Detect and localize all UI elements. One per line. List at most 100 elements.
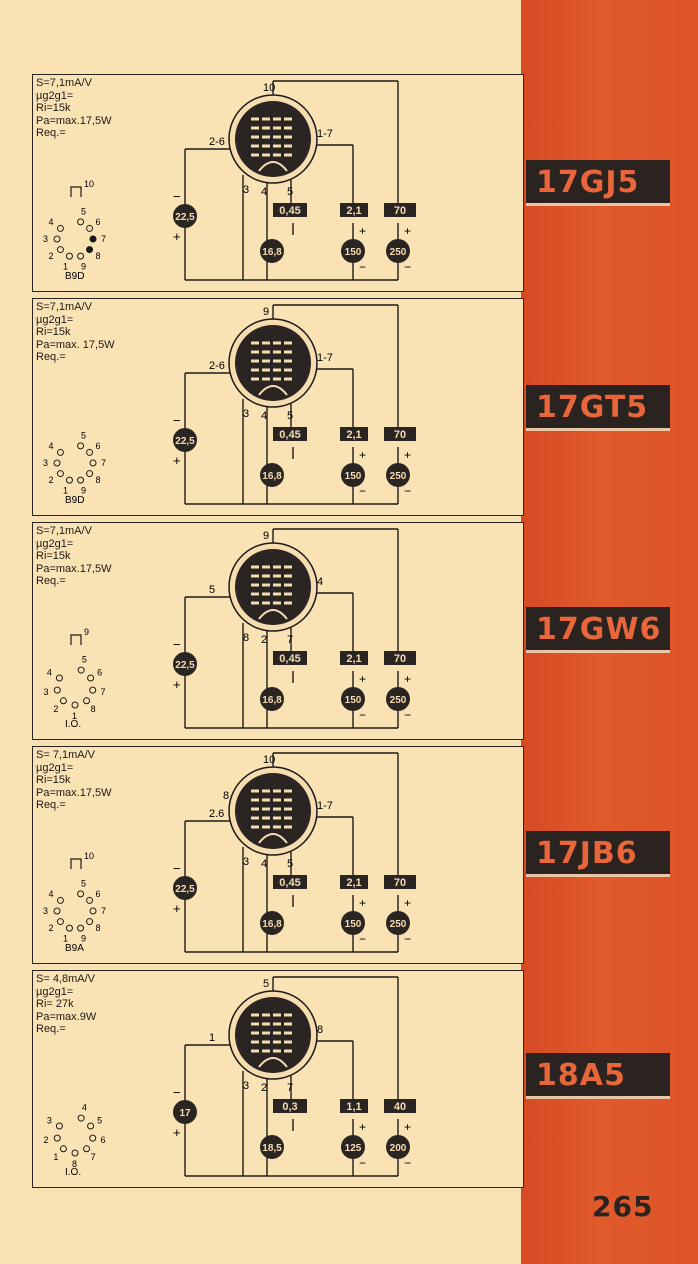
- socket-pin: [55, 674, 63, 682]
- socket-pin: [77, 1114, 85, 1122]
- plus-sign: +: [173, 453, 181, 468]
- socket-pin: [56, 896, 64, 904]
- socket-pin: [56, 246, 64, 254]
- spec-line: Ri=15k: [36, 774, 71, 786]
- cathode: [258, 1057, 288, 1068]
- cathode: [258, 385, 288, 396]
- socket-pin-label: 6: [95, 441, 100, 451]
- top-cap-icon: [70, 634, 82, 645]
- plus-sign: +: [359, 1120, 366, 1134]
- tube-body: [235, 549, 311, 625]
- pin-label-bottom-2: 4: [261, 186, 267, 198]
- pin-label-bottom-3: 7: [287, 1082, 293, 1094]
- pin-label-right: 1-7: [317, 352, 333, 364]
- base-type-label: I.O.: [65, 1167, 81, 1178]
- socket-pin-label: 7: [101, 906, 106, 916]
- value-v2: 200: [390, 1143, 407, 1154]
- socket-pin: [53, 686, 61, 694]
- spec-line: Pa=max.17,5W: [36, 114, 112, 127]
- socket-pin: [89, 686, 97, 694]
- socket-pin-label: 1: [63, 934, 68, 944]
- pin-label-bottom-2: 4: [261, 858, 267, 870]
- socket-pin: [86, 448, 94, 456]
- value-v1: 150: [345, 471, 362, 482]
- socket-pin-label: 3: [47, 1116, 52, 1126]
- plus-sign: +: [404, 1120, 411, 1134]
- socket-pin-label: 1: [63, 262, 68, 272]
- plus-sign: +: [173, 229, 181, 244]
- value-v1: 150: [345, 919, 362, 930]
- socket-pin: [65, 924, 73, 932]
- value-r3: 70: [394, 205, 406, 217]
- socket-pin-label: 5: [81, 206, 86, 216]
- pin-label-inner: 8: [223, 790, 229, 802]
- socket-pin: [77, 442, 85, 450]
- value-v2-disc: [386, 239, 410, 263]
- spec-line: Ri=15k: [36, 550, 71, 562]
- spec-line: Pa=max.9W: [36, 1010, 97, 1023]
- pin-label-top: 10: [263, 82, 275, 94]
- tube-type-label: 17GJ5: [526, 160, 670, 206]
- value-grid-bias-disc: [173, 876, 197, 900]
- pin-label-bottom-1: 3: [243, 1080, 249, 1092]
- socket-pin-label: 5: [81, 430, 86, 440]
- socket-pin: [77, 666, 85, 674]
- value-grid-bias-disc: [173, 1100, 197, 1124]
- socket-pin-label: 7: [101, 234, 106, 244]
- tube-type-label: 17JB6: [526, 831, 670, 877]
- pin-label-bottom-1: 8: [243, 632, 249, 644]
- spec-line: µg2g1=: [36, 761, 74, 774]
- socket-pin: [56, 470, 64, 478]
- socket-pin: [77, 890, 85, 898]
- socket-pin-label: 4: [49, 217, 54, 227]
- plus-sign: +: [404, 224, 411, 238]
- value-r3-box: [384, 203, 416, 217]
- value-r2: 2,1: [346, 877, 361, 889]
- value-r3-box: [384, 1099, 416, 1113]
- tube-body: [235, 101, 311, 177]
- socket-pin: [77, 252, 85, 260]
- value-v1: 150: [345, 695, 362, 706]
- socket-pin-label: 2: [43, 1135, 48, 1145]
- spec-line: µg2g1=: [36, 313, 74, 326]
- spec-line: µg2g1=: [36, 89, 74, 102]
- value-grid-bias-disc: [173, 652, 197, 676]
- socket-pin: [89, 459, 97, 467]
- socket-pin: [53, 907, 61, 915]
- value-heater: 16,8: [262, 695, 282, 706]
- socket-pin-label: 4: [49, 441, 54, 451]
- page-number: 265: [592, 1190, 654, 1223]
- value-r3: 70: [394, 429, 406, 441]
- value-r1-box: [273, 875, 307, 889]
- spec-line: Req.=: [36, 799, 66, 811]
- pin-label-top: 9: [263, 306, 269, 318]
- spec-line: Req.=: [36, 1023, 66, 1035]
- socket-pin-label: 1: [63, 486, 68, 496]
- minus-sign: −: [173, 1085, 181, 1100]
- minus-sign: −: [404, 1156, 411, 1170]
- value-v1-disc: [341, 911, 365, 935]
- socket-pin-label: 8: [95, 923, 100, 933]
- socket-pin-label: 6: [95, 217, 100, 227]
- socket-pin: [53, 1134, 61, 1142]
- minus-sign: −: [359, 708, 366, 722]
- spec-line: S=7,1mA/V: [36, 525, 92, 537]
- value-grid-bias: 22,5: [175, 212, 195, 223]
- socket-pin-label: 9: [81, 934, 86, 944]
- spec-line: Pa=max. 17,5W: [36, 338, 115, 351]
- value-grid-bias: 17: [179, 1108, 191, 1119]
- value-r1: 0,3: [282, 1101, 297, 1113]
- pin-label-left: 2-6: [209, 136, 225, 148]
- pin-label-right: 4: [317, 576, 323, 588]
- value-v1: 125: [345, 1143, 362, 1154]
- pin-label-left: 1: [209, 1032, 215, 1044]
- value-heater: 16,8: [262, 919, 282, 930]
- pin-label-bottom-3: 5: [287, 186, 293, 198]
- minus-sign: −: [359, 1156, 366, 1170]
- top-cap-pin: 10: [84, 851, 94, 861]
- minus-sign: −: [404, 260, 411, 274]
- value-v2: 250: [390, 471, 407, 482]
